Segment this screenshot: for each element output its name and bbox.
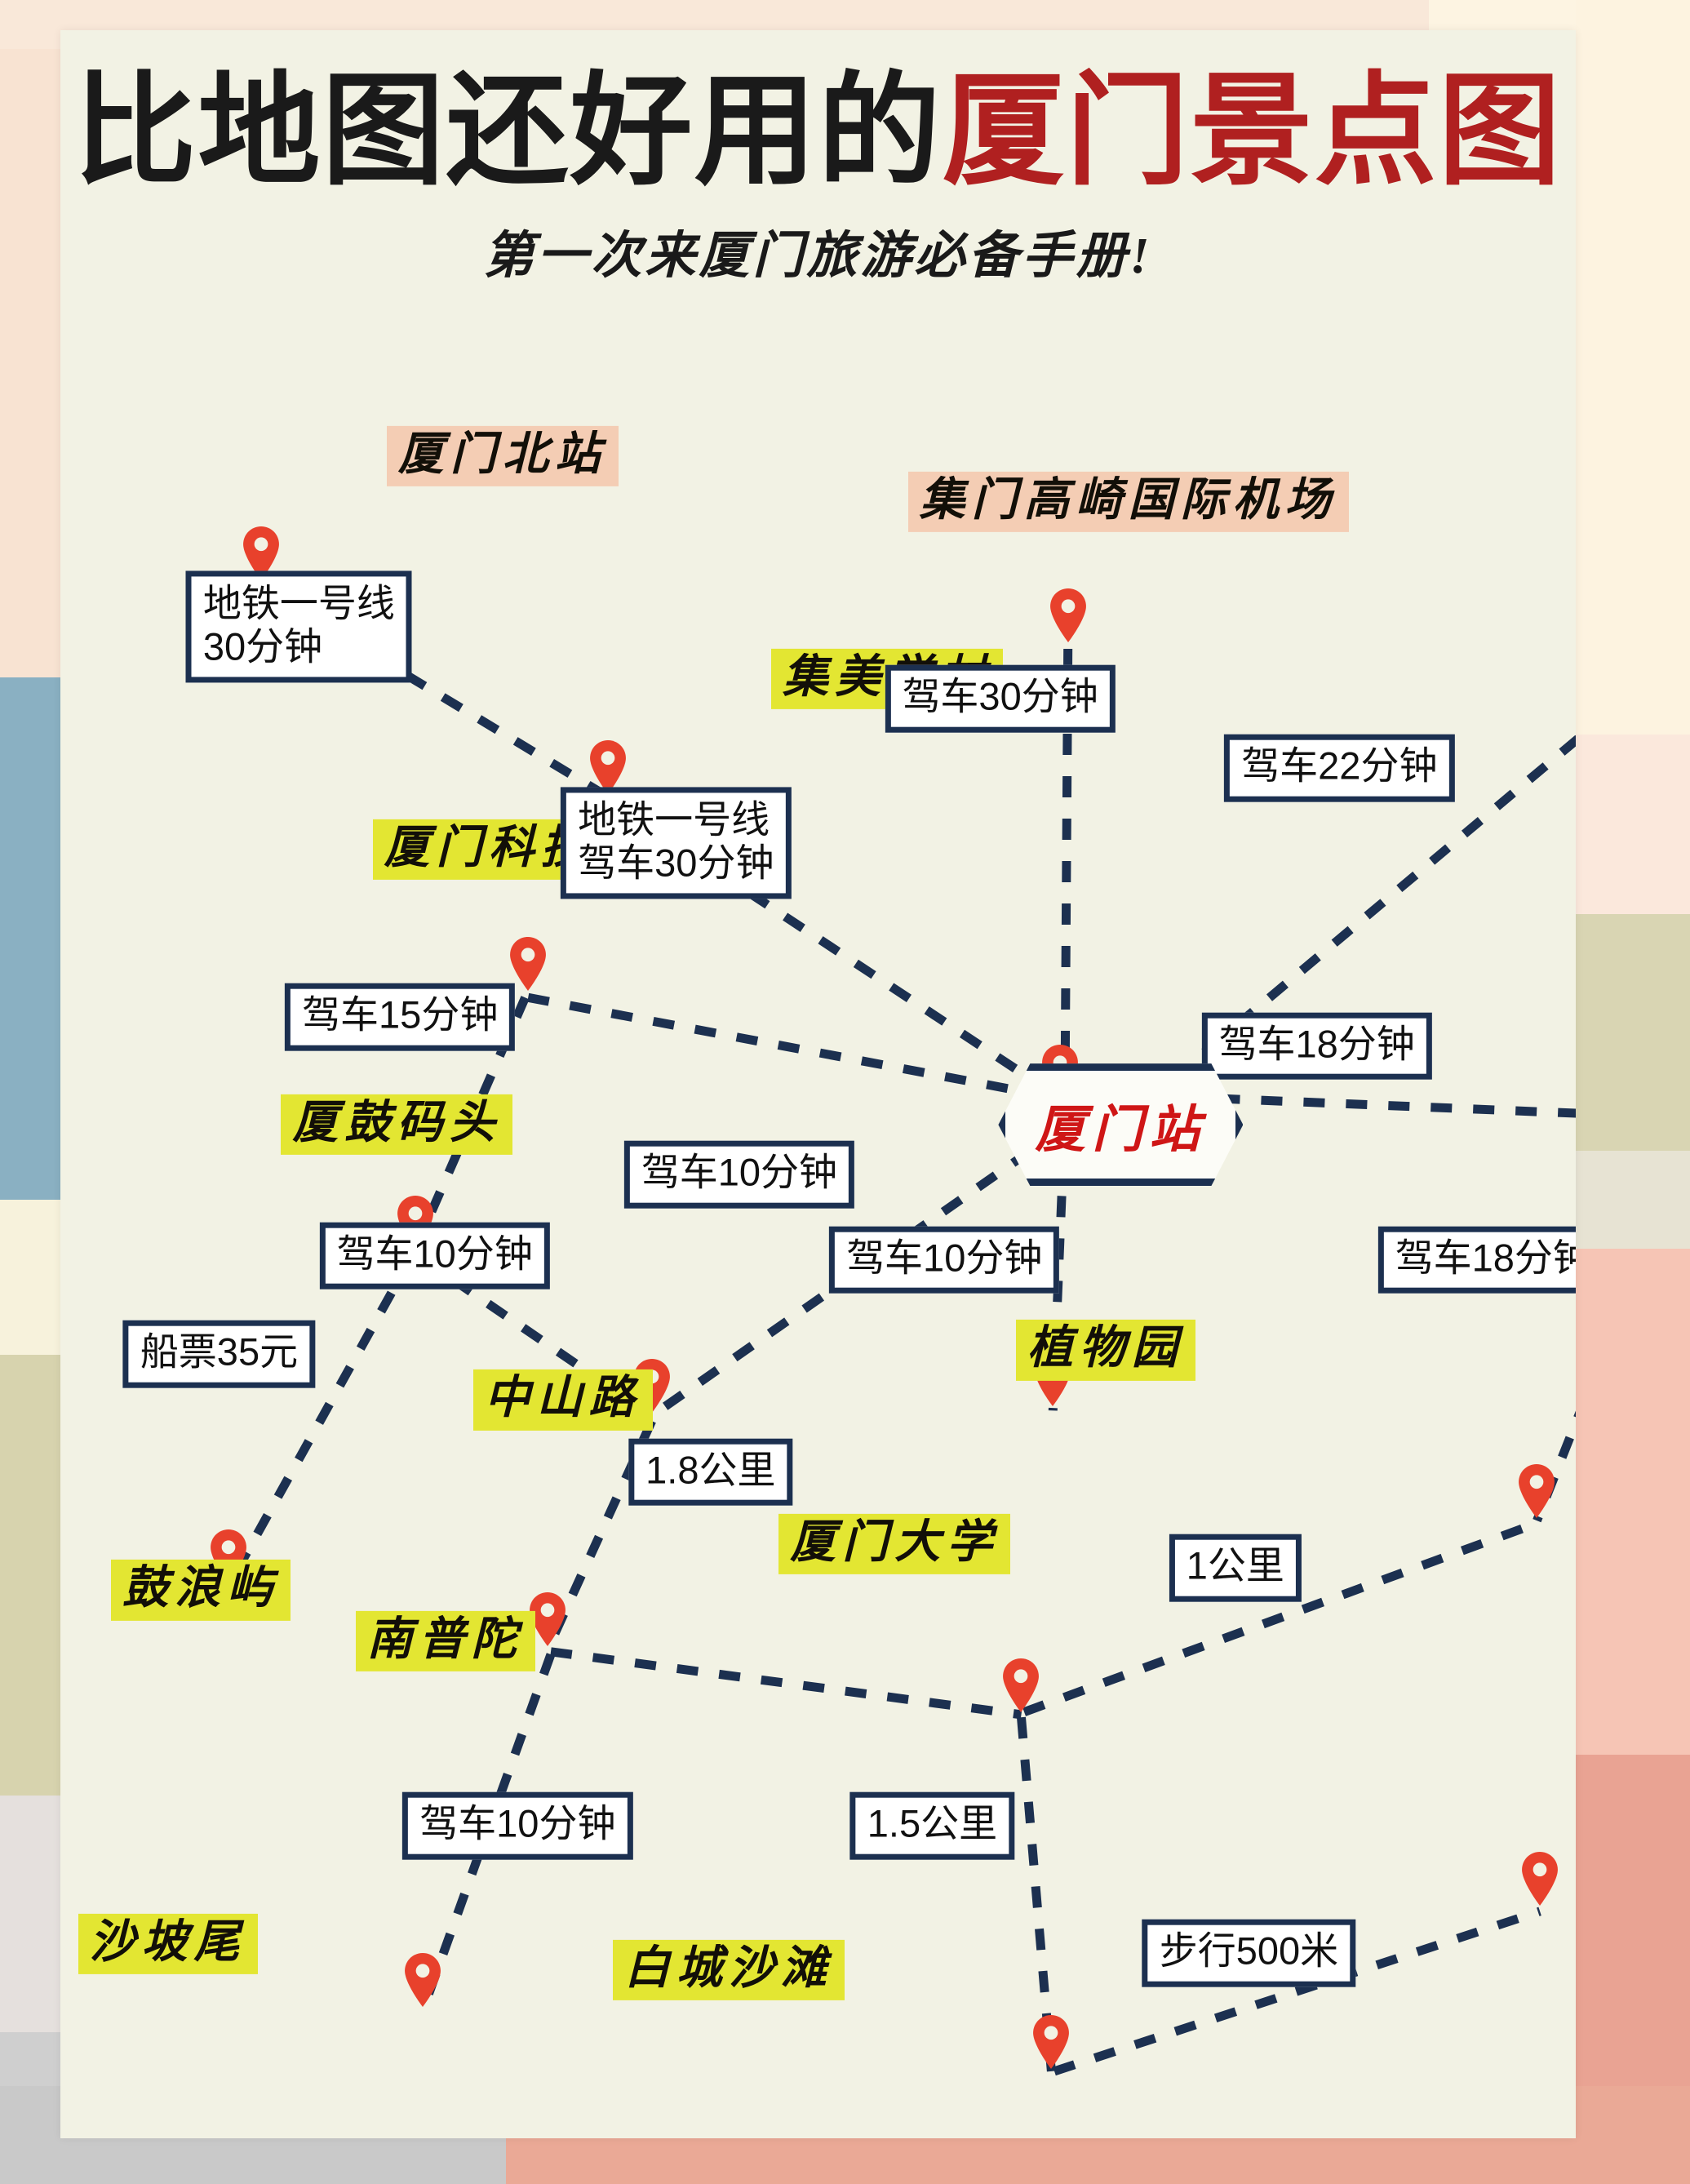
c-airport-to-hub (1060, 648, 1073, 1099)
route-label-hub-to-botanical[interactable]: 驾车10分钟 (829, 1226, 1060, 1294)
hub-xiamen-station[interactable]: 厦门站 (998, 1063, 1244, 1187)
route-label-line: 驾车30分钟 (578, 841, 774, 885)
poster-sheet: 比地图还好用的厦门景点图 第一次来厦门旅游必备手册! 厦门北站集门高崎国际机场五… (60, 30, 1576, 2138)
border-band-right-pink (1576, 1249, 1690, 1755)
map-pin-icon (1003, 1658, 1040, 1712)
pin-xiamen-north-station[interactable] (242, 526, 281, 581)
place-label-shapowei[interactable]: 沙坡尾 (78, 1913, 258, 1975)
pin-xiamen-science-museum[interactable] (508, 937, 548, 992)
c-science-to-hub (527, 992, 1062, 1103)
route-label-xmu-to-baicheng[interactable]: 1.5公里 (849, 1792, 1015, 1860)
place-label-gaoqi-airport[interactable]: 集门高崎国际机场 (907, 471, 1349, 533)
pin-xiamen-university[interactable] (1001, 1658, 1040, 1712)
place-label-xiamen-university[interactable]: 厦门大学 (778, 1513, 1011, 1575)
route-label-science-museum-to-wharf[interactable]: 驾车15分钟 (285, 983, 516, 1051)
route-label-line: 驾车18分钟 (1218, 1022, 1415, 1066)
route-label-baicheng-to-hulishan[interactable]: 步行500米 (1142, 1919, 1356, 1987)
route-label-nanputuo-to-shapowei[interactable]: 驾车10分钟 (402, 1792, 633, 1860)
c-xmu-to-baicheng (1017, 1716, 1056, 2072)
map-pin-icon (1519, 1463, 1555, 1518)
route-label-line: 驾车22分钟 (1241, 744, 1438, 788)
hub-label: 厦门站 (1035, 1103, 1207, 1159)
map-pin-icon (404, 1953, 441, 2008)
map-pin-icon (590, 740, 627, 795)
c-nanputuo-to-xmu (550, 1647, 1022, 1720)
border-band-right-peach (1576, 735, 1690, 914)
route-label-line: 驾车15分钟 (302, 993, 499, 1037)
route-label-line: 地铁一号线 (202, 581, 395, 625)
route-label-hub-to-zhongshan[interactable]: 驾车10分钟 (623, 1140, 855, 1209)
place-label-zhongshan-road[interactable]: 中山路 (472, 1369, 653, 1431)
route-label-huangcuo-to-huandao[interactable]: 驾车18分钟 (1377, 1226, 1576, 1294)
border-band-right-pale (1576, 1151, 1690, 1249)
place-label-xiamen-north-station[interactable]: 厦门北站 (386, 425, 619, 487)
border-band-right-cream (1576, 0, 1690, 906)
place-label-xiagu-wharf[interactable]: 厦鼓码头 (281, 1094, 513, 1156)
route-label-line: 驾车10分钟 (641, 1150, 838, 1194)
route-label-line: 驾车18分钟 (1395, 1236, 1576, 1280)
route-label-line: 1公里 (1186, 1543, 1284, 1587)
map-pin-icon (243, 526, 280, 581)
place-label-gulangyu[interactable]: 鼓浪屿 (111, 1560, 291, 1621)
border-band-right-rose (1576, 1755, 1690, 2184)
route-label-line: 1.5公里 (867, 1802, 998, 1846)
route-label-jimei-to-hub[interactable]: 地铁一号线驾车30分钟 (561, 787, 792, 899)
c-xmu-to-huandao (1022, 1519, 1539, 1716)
pin-huandao-road[interactable] (1517, 1463, 1556, 1518)
c-marina-to-hub (1193, 735, 1576, 1063)
route-label-wharf-to-gulangyu[interactable]: 船票35元 (122, 1320, 316, 1388)
route-label-marina-to-hub[interactable]: 驾车22分钟 (1224, 734, 1455, 802)
map-pin-icon (530, 1592, 566, 1647)
route-label-zhongshan-to-nanputuo[interactable]: 1.8公里 (628, 1438, 793, 1507)
pin-shapowei[interactable] (403, 1953, 442, 2008)
route-label-wharf-to-zhongshan[interactable]: 驾车10分钟 (319, 1222, 550, 1290)
route-label-xmu-to-huandao[interactable]: 1公里 (1169, 1534, 1302, 1602)
pin-hulishan-fortress[interactable] (1520, 1852, 1559, 1907)
map-pin-icon (1522, 1852, 1558, 1907)
route-label-line: 地铁一号线 (578, 797, 770, 841)
map-pin-icon (1049, 588, 1086, 642)
route-label-line: 驾车30分钟 (902, 674, 1098, 718)
map-pin-icon (1033, 2014, 1070, 2069)
route-label-line: 步行500米 (1159, 1929, 1339, 1973)
route-label-line: 驾车10分钟 (419, 1802, 616, 1846)
map-pin-icon (510, 937, 547, 992)
c-wharf-to-gulangyu (224, 1254, 416, 1589)
route-label-hub-to-huangcuo[interactable]: 驾车18分钟 (1201, 1012, 1432, 1081)
route-label-airport-to-hub[interactable]: 驾车30分钟 (885, 664, 1116, 733)
page-title-plain: 比地图还好用的 (73, 62, 943, 199)
page-subtitle: 第一次来厦门旅游必备手册! (483, 229, 1153, 284)
page-title-highlight: 厦门景点图 (942, 62, 1563, 199)
pin-jimei-school-village[interactable] (588, 740, 628, 795)
c-hub-to-huangcuo (1218, 1094, 1576, 1118)
pin-gaoqi-airport[interactable] (1049, 588, 1088, 642)
route-label-line: 1.8公里 (645, 1448, 776, 1492)
border-band-right-khaki (1576, 914, 1690, 1151)
hub-hexagon-shape (998, 1063, 1244, 1187)
place-label-baicheng-beach[interactable]: 白城沙滩 (612, 1940, 845, 2001)
c-huangcuo-to-huandao (1533, 1410, 1576, 1523)
pin-nanputuo-temple[interactable] (528, 1592, 567, 1647)
page-title: 比地图还好用的厦门景点图 (60, 69, 1576, 192)
route-connector-layer (224, 583, 1576, 2076)
place-label-botanical-garden[interactable]: 植物园 (1015, 1320, 1195, 1381)
route-label-line: 驾车10分钟 (846, 1236, 1043, 1280)
route-label-line: 船票35元 (140, 1329, 299, 1374)
c-baicheng-to-hulishan (1053, 1907, 1541, 2076)
route-label-line: 驾车10分钟 (336, 1232, 533, 1276)
pin-baicheng-beach[interactable] (1031, 2014, 1071, 2069)
route-label-line: 30分钟 (202, 624, 323, 668)
place-label-nanputuo-temple[interactable]: 南普陀 (355, 1610, 535, 1672)
